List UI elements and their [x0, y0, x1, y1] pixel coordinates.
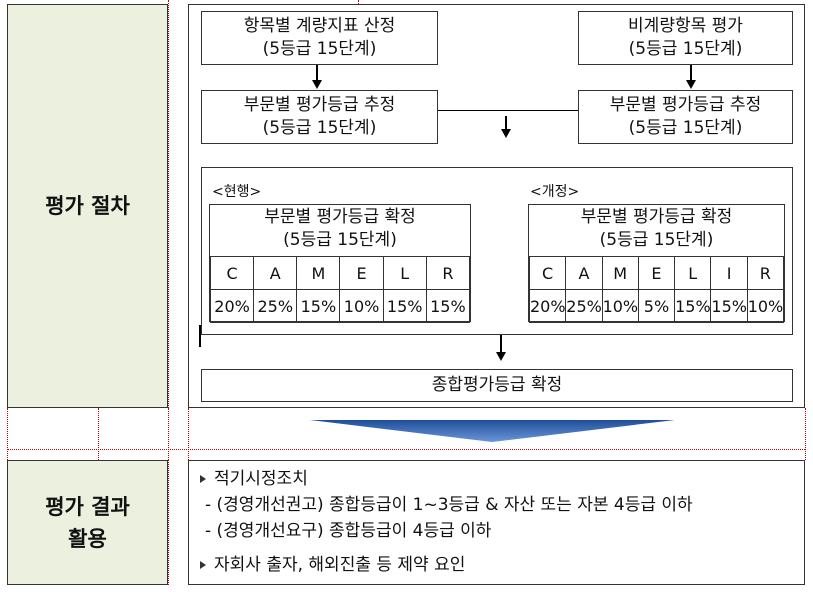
table-cell: 15%	[710, 289, 748, 323]
grid-line	[98, 408, 99, 460]
revised-grade-box: 부문별 평가등급 확정 (5등급 15단계) C A M E L I R 20%…	[528, 204, 785, 323]
table-cell: 10%	[339, 289, 384, 323]
connector-line	[438, 110, 578, 111]
table-cell: R	[425, 256, 471, 290]
current-tag: <현행>	[212, 184, 262, 200]
grid-line	[7, 408, 8, 460]
table-cell: 20%	[209, 289, 255, 323]
table-cell: C	[528, 256, 567, 290]
table-cell: L	[382, 256, 427, 290]
table-cell: 15%	[674, 289, 712, 323]
grid-line	[168, 460, 169, 585]
table-row: C A M E L I R	[528, 256, 785, 290]
connector-line	[500, 335, 502, 353]
current-weight-table: C A M E L R 20% 25% 15% 10% 15% 15%	[209, 256, 471, 323]
revised-grade-title: 부문별 평가등급 확정 (5등급 15단계)	[580, 207, 733, 250]
arrow-down-icon	[496, 352, 506, 361]
result-item-1: 적기시정조치	[196, 466, 308, 493]
table-cell: 15%	[382, 289, 427, 323]
procedure-label: 평가 절차	[7, 4, 168, 408]
result-label: 평가 결과 활용	[7, 460, 168, 585]
table-cell: 25%	[253, 289, 298, 323]
table-cell: A	[253, 256, 298, 290]
table-cell: E	[339, 256, 384, 290]
result-label-line2: 활용	[68, 526, 107, 551]
text-cursor-mark	[199, 325, 201, 347]
bullet-icon	[200, 475, 206, 483]
grid-line	[188, 408, 189, 460]
table-cell: 15%	[425, 289, 471, 323]
result-panel	[188, 460, 805, 585]
table-cell: 15%	[296, 289, 341, 323]
grid-line	[168, 0, 169, 408]
revised-tag: <개정>	[530, 184, 580, 200]
revised-weight-table: C A M E L I R 20% 25% 10% 5% 15% 15% 10%	[528, 256, 785, 323]
grid-line	[805, 408, 806, 460]
current-grade-box: 부문별 평가등급 확정 (5등급 15단계) C A M E L R 20% 2…	[209, 204, 471, 323]
sector-estimate-box-right: 부문별 평가등급 추정 (5등급 15단계)	[578, 90, 793, 144]
metric-calc-box: 항목별 계량지표 산정 (5등급 15단계)	[201, 11, 438, 65]
bullet-icon	[200, 561, 206, 569]
table-cell: L	[674, 256, 712, 290]
table-cell: M	[601, 256, 639, 290]
grid-line	[168, 408, 169, 460]
table-cell: E	[637, 256, 676, 290]
final-grade-box: 종합평가등급 확정	[201, 369, 793, 402]
table-row: 20% 25% 15% 10% 15% 15%	[209, 289, 471, 323]
table-cell: A	[565, 256, 603, 290]
table-cell: 5%	[637, 289, 676, 323]
connector-line	[316, 65, 318, 82]
result-label-line1: 평가 결과	[45, 494, 130, 519]
table-cell: R	[746, 256, 785, 290]
arrow-down-icon	[686, 80, 696, 89]
nonmetric-eval-box: 비계량항목 평가 (5등급 15단계)	[578, 11, 793, 65]
table-cell: 25%	[565, 289, 603, 323]
sector-estimate-box-left: 부문별 평가등급 추정 (5등급 15단계)	[201, 90, 438, 144]
connector-line	[505, 116, 507, 130]
table-cell: I	[710, 256, 748, 290]
table-cell: M	[296, 256, 341, 290]
table-cell: C	[209, 256, 255, 290]
result-sub-1: - (경영개선권고) 종합등급이 1~3등급 & 자산 또는 자본 4등급 이하	[205, 495, 693, 515]
grid-line	[7, 449, 805, 450]
result-item-2: 자회사 출자, 해외진출 등 제약 요인	[196, 552, 465, 579]
connector-line	[690, 65, 692, 82]
table-row: C A M E L R	[209, 256, 471, 290]
grid-line	[358, 0, 359, 4]
table-row: 20% 25% 10% 5% 15% 15% 10%	[528, 289, 785, 323]
result-sub-2: - (경영개선요구) 종합등급이 4등급 이하	[205, 521, 492, 541]
table-cell: 20%	[528, 289, 567, 323]
current-grade-title: 부문별 평가등급 확정 (5등급 15단계)	[264, 207, 416, 250]
table-cell: 10%	[601, 289, 639, 323]
arrow-down-icon	[312, 80, 322, 89]
chevron-down-icon	[310, 420, 675, 442]
table-cell: 10%	[746, 289, 785, 323]
arrow-down-icon	[501, 129, 511, 138]
